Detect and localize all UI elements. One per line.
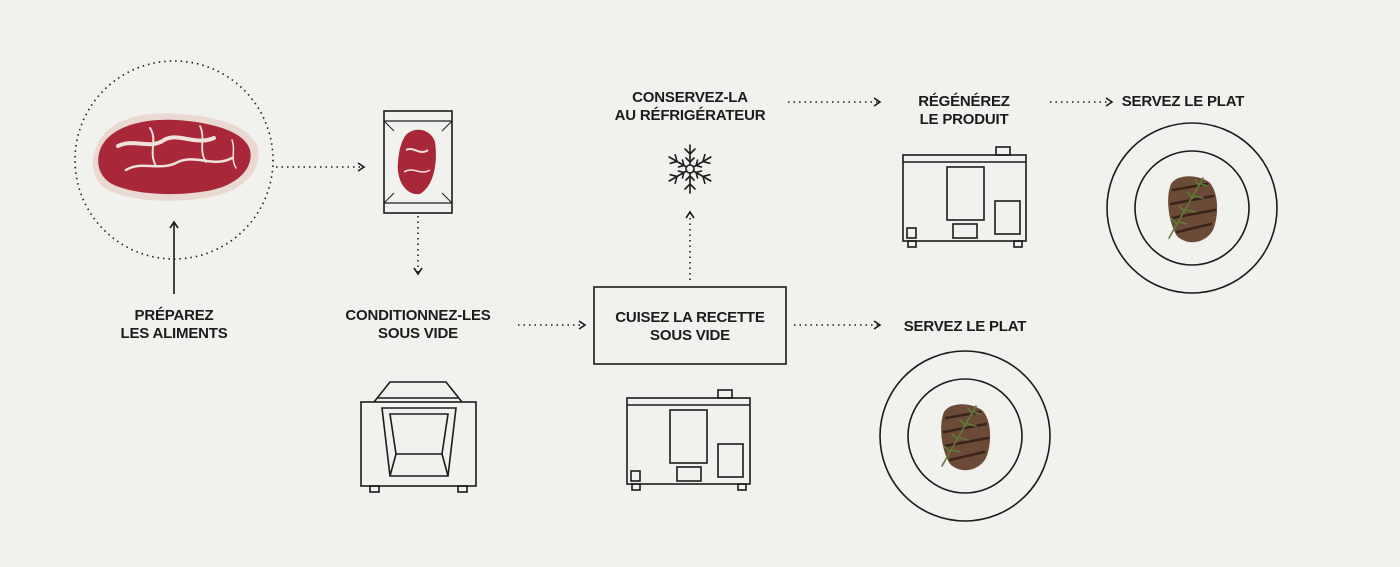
label-prepare: PRÉPAREZ LES ALIMENTS [120, 307, 227, 343]
label-store-line1: CONSERVEZ-LA [632, 89, 748, 106]
label-serve-after-regen-text: SERVEZ LE PLAT [1121, 93, 1245, 110]
label-package: CONDITIONNEZ-LES SOUS VIDE [345, 307, 490, 343]
label-regenerate: RÉGÉNÉREZ LE PRODUIT [918, 93, 1010, 129]
label-prepare-line1: PRÉPAREZ [134, 307, 214, 324]
label-cook: CUISEZ LA RECETTE SOUS VIDE [615, 309, 765, 345]
label-store: CONSERVEZ-LA AU RÉFRIGÉRATEUR [615, 89, 766, 125]
cook-step-box [593, 286, 787, 365]
plated-steak-icon [879, 350, 1051, 522]
label-regenerate-line2: LE PRODUIT [919, 111, 1009, 128]
vacuum-sealer-machine-icon [360, 381, 477, 493]
label-package-line2: SOUS VIDE [378, 325, 458, 342]
vacuum-pack-icon [383, 110, 453, 214]
raw-steak-photo [74, 60, 274, 260]
regen-oven-icon [902, 146, 1027, 248]
label-serve-direct: SERVEZ LE PLAT [904, 318, 1027, 336]
label-serve-direct-text: SERVEZ LE PLAT [903, 318, 1027, 335]
label-package-line1: CONDITIONNEZ-LES [345, 307, 491, 324]
label-serve-after-regen: SERVEZ LE PLAT [1122, 93, 1245, 111]
label-regenerate-line1: RÉGÉNÉREZ [918, 93, 1010, 110]
label-prepare-line2: LES ALIMENTS [120, 325, 228, 342]
label-store-line2: AU RÉFRIGÉRATEUR [614, 107, 766, 124]
plated-steak-icon [1106, 122, 1278, 294]
combi-oven-icon [626, 389, 751, 491]
label-cook-line2: SOUS VIDE [650, 327, 730, 344]
label-cook-line1: CUISEZ LA RECETTE [615, 309, 765, 326]
snowflake-icon [668, 144, 712, 194]
